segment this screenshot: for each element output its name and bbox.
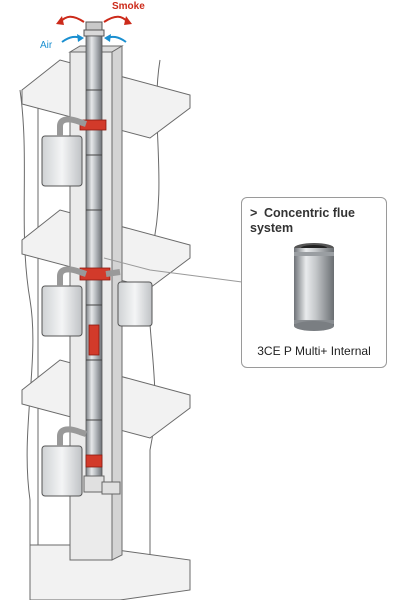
smoke-label: Smoke [112, 1, 145, 12]
flue-terminal [83, 21, 105, 37]
callout-title-text: Concentric flue system [250, 206, 355, 235]
boiler-floor-1 [41, 116, 87, 187]
flue-pipe-product-image [294, 243, 334, 331]
smoke-arrows [56, 15, 132, 25]
boiler-floor-3 [41, 426, 87, 497]
callout-title: >Concentric flue system [250, 206, 384, 236]
vertical-flue-pipe [85, 35, 103, 477]
air-label: Air [40, 40, 53, 51]
product-name: 3CE P Multi+ Internal [257, 344, 371, 358]
base-inspection [83, 475, 121, 495]
boiler-floor-2-right [105, 269, 153, 327]
air-arrows [61, 34, 127, 43]
boiler-floor-2-left [41, 266, 87, 337]
product-callout: >Concentric flue system 3CE P Multi+ Int… [241, 197, 387, 368]
chevron-right-icon: > [250, 206, 258, 220]
callout-leader [103, 257, 243, 283]
